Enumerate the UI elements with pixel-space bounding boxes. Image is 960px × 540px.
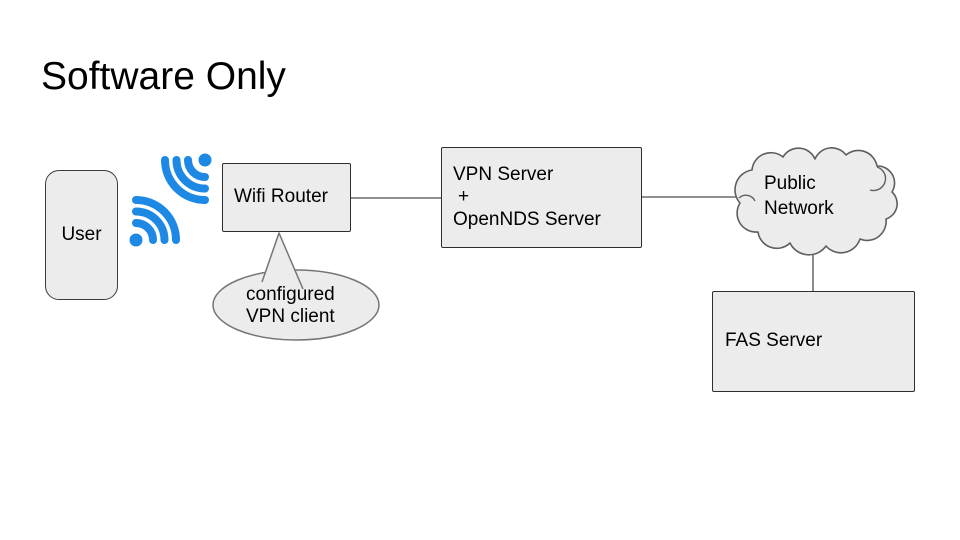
callout-ellipse (212, 269, 380, 341)
wifi-signal-icon-user-side (130, 200, 177, 247)
user-label: User (61, 223, 102, 245)
cloud-inner-curls (738, 166, 887, 202)
cloud-line-2: Network (764, 198, 834, 219)
public-network-cloud-shape (734, 147, 898, 256)
callout-line-1: configured (246, 284, 335, 305)
vpn-client-callout-label: configured VPN client (246, 284, 335, 327)
vpn-server-line: VPN Server (453, 163, 554, 185)
vpn-plus-line: + (458, 186, 470, 208)
callout-line-2: VPN client (246, 305, 335, 327)
public-network-label: Public Network (764, 171, 834, 221)
node-vpn-opennds-server: VPN Server + OpenNDS Server (441, 147, 642, 248)
node-user: User (45, 170, 118, 300)
wifi-router-label: Wifi Router (234, 186, 328, 208)
cloud-line-1: Public (764, 173, 816, 194)
node-wifi-router: Wifi Router (222, 163, 351, 232)
wifi-signal-icon-router-side (165, 154, 212, 201)
opennds-server-line: OpenNDS Server (453, 208, 601, 230)
node-fas-server: FAS Server (712, 291, 915, 392)
fas-server-label: FAS Server (725, 330, 823, 352)
callout-pointer (261, 232, 304, 290)
slide-title: Software Only (41, 55, 286, 98)
